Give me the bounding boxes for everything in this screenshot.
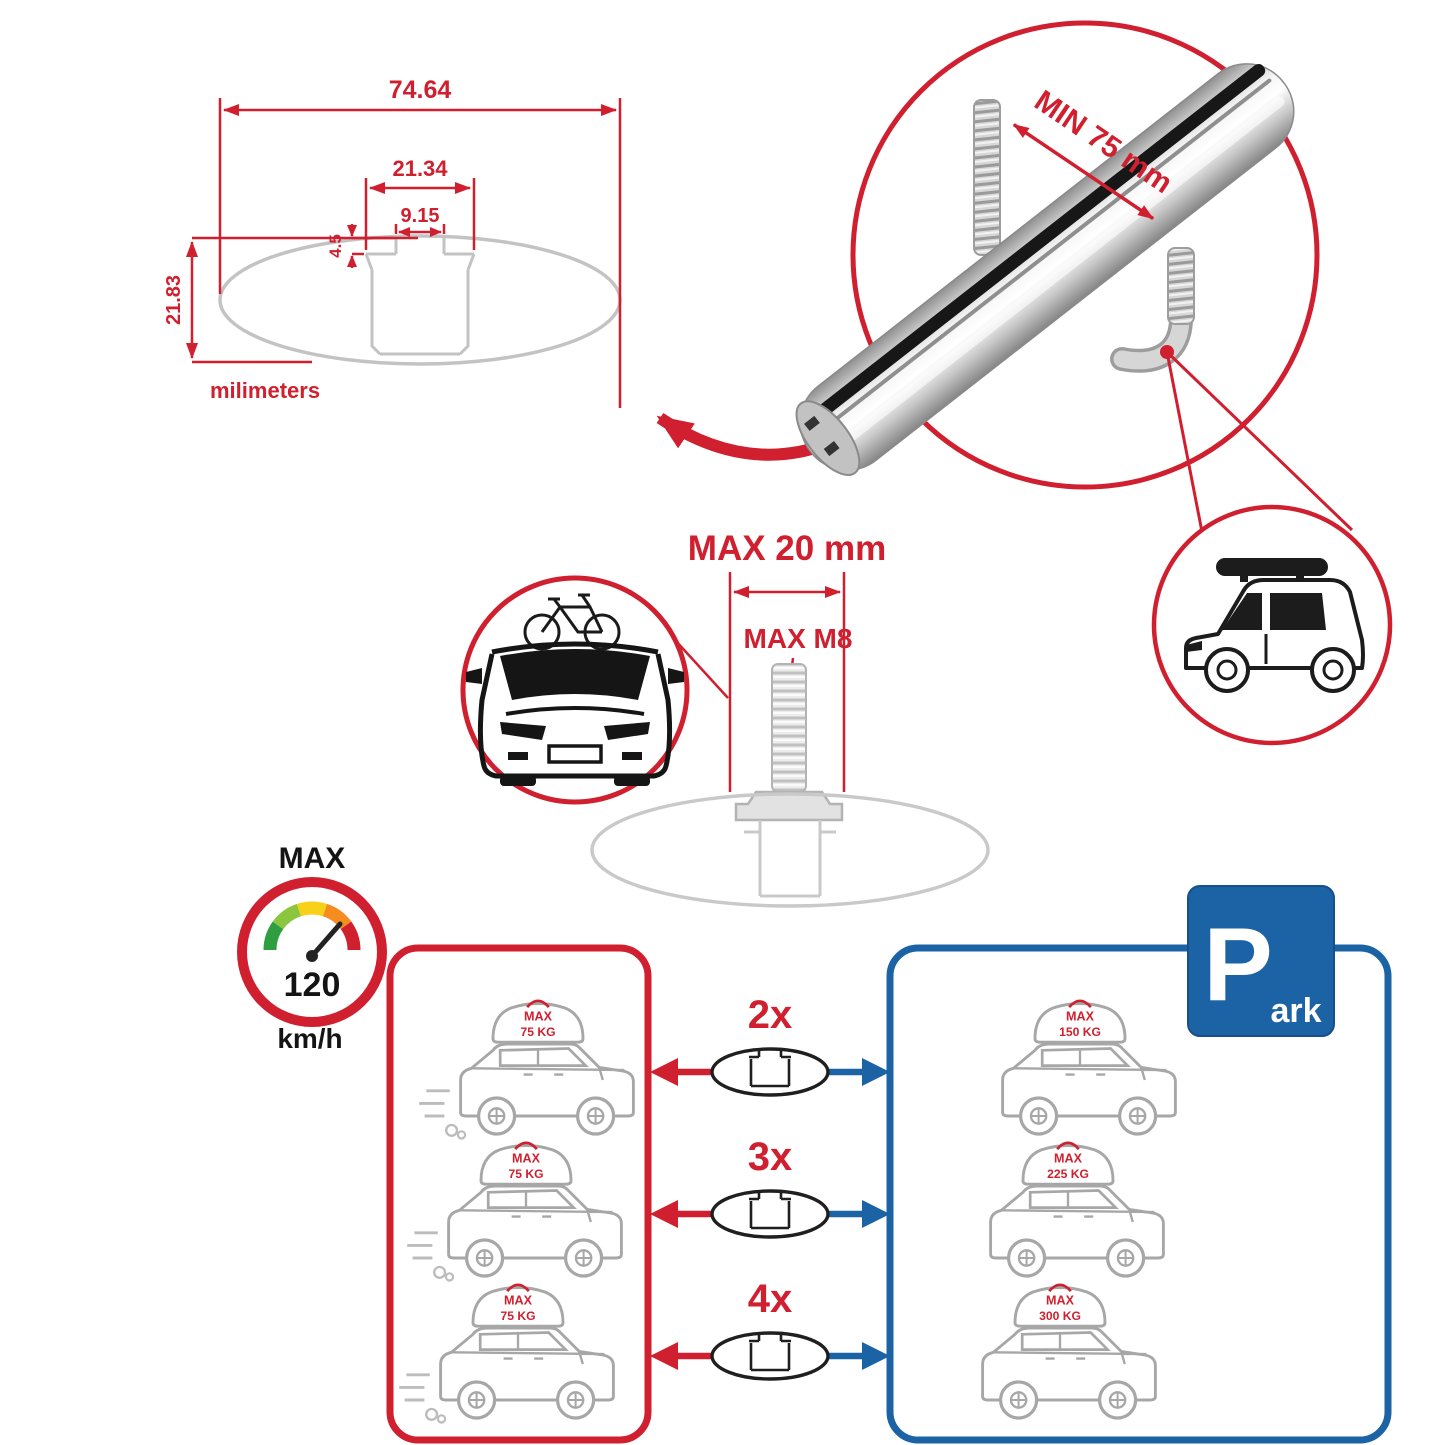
- driving-car-1: MAX 75 KG: [417, 999, 636, 1140]
- cross-section-diagram: 74.64 21.34 9.15 4.5 21.83 milimeters: [163, 76, 897, 461]
- dimension-slot-depth: [347, 224, 394, 268]
- parking-sign-rest: ark: [1270, 992, 1321, 1030]
- dim-height-label: 21.83: [163, 275, 185, 325]
- dimension-bolt: [728, 572, 846, 792]
- cargo-max-label: MAX: [1054, 1152, 1083, 1166]
- cargo-weight: 150 KG: [1059, 1025, 1101, 1039]
- bar-count-row-4x: [650, 1331, 890, 1381]
- cargo-weight: 225 KG: [1047, 1167, 1089, 1181]
- parked-car-3: MAX 300 KG: [980, 1283, 1158, 1420]
- units-label: milimeters: [210, 378, 320, 403]
- bolt-profile-ellipse: [590, 792, 990, 908]
- suv-wheel: [1310, 647, 1356, 693]
- driving-car-2: MAX 75 KG: [405, 1141, 624, 1282]
- u-bolt-rod-right: [1167, 247, 1195, 325]
- cargo-max-label: MAX: [504, 1294, 533, 1308]
- dim-slot-outer-label: 21.34: [392, 156, 448, 181]
- car-front-icon: [466, 641, 684, 786]
- driving-car-3: MAX 75 KG: [397, 1283, 616, 1424]
- cargo-weight: 75 KG: [520, 1025, 555, 1039]
- cargo-max-label: MAX: [524, 1010, 553, 1024]
- threaded-stud: [771, 663, 807, 793]
- max-thread-label: MAX M8: [744, 623, 853, 654]
- parked-car-1: MAX 150 KG: [1000, 999, 1178, 1136]
- load-comparison-section: MAX 120 km/h P ark: [237, 842, 1392, 1444]
- bicycle-icon: [523, 593, 621, 651]
- speed-unit: km/h: [277, 1023, 342, 1054]
- bolt-profile-channel: [744, 820, 836, 898]
- suv-wheel: [1204, 647, 1250, 693]
- cargo-weight: 75 KG: [500, 1309, 535, 1323]
- u-bolt-rod-left: [973, 99, 1001, 256]
- suv-roofbox-callout: [1151, 504, 1393, 746]
- cargo-max-label: MAX: [1046, 1294, 1075, 1308]
- multiplier-3x: 3x: [748, 1135, 793, 1179]
- speedometer-needle: [309, 921, 343, 959]
- bar-count-row-2x: [650, 1047, 890, 1097]
- cargo-weight: 300 KG: [1039, 1309, 1081, 1323]
- parking-sign-letter: P: [1203, 907, 1272, 1023]
- multiplier-2x: 2x: [748, 993, 793, 1037]
- dimension-width: [218, 98, 622, 408]
- dim-slot-inner-label: 9.15: [401, 205, 440, 227]
- t-slot-profile: [364, 238, 476, 356]
- aluminum-crossbar: [795, 63, 1295, 476]
- bike-carrier-callout: [460, 575, 729, 805]
- roof-box-icon: [1216, 558, 1328, 576]
- dimension-height: [186, 236, 418, 364]
- bar-render-callout: MIN 75 mm: [795, 20, 1393, 746]
- dim-width-label: 74.64: [389, 76, 452, 104]
- dimension-slot-inner: [394, 224, 446, 237]
- bike-leader: [674, 639, 729, 699]
- speed-max-label: MAX: [279, 842, 346, 875]
- dim-slot-depth-label: 4.5: [326, 234, 345, 258]
- speed-limit-badge: MAX 120 km/h: [237, 842, 387, 1054]
- multiplier-4x: 4x: [748, 1277, 793, 1321]
- cargo-max-label: MAX: [512, 1152, 541, 1166]
- cargo-max-label: MAX: [1066, 1010, 1095, 1024]
- parking-sign: P ark: [1187, 885, 1335, 1037]
- parked-car-2: MAX 225 KG: [988, 1141, 1166, 1278]
- profile-ellipse: [218, 234, 622, 366]
- max-length-label: MAX 20 mm: [688, 529, 886, 568]
- cargo-weight: 75 KG: [508, 1167, 543, 1181]
- speed-value: 120: [284, 966, 341, 1004]
- bolt-diagram: MAX 20 mm MAX M8: [460, 529, 990, 908]
- callout-lines: [1165, 350, 1354, 538]
- bar-count-row-3x: [650, 1189, 890, 1239]
